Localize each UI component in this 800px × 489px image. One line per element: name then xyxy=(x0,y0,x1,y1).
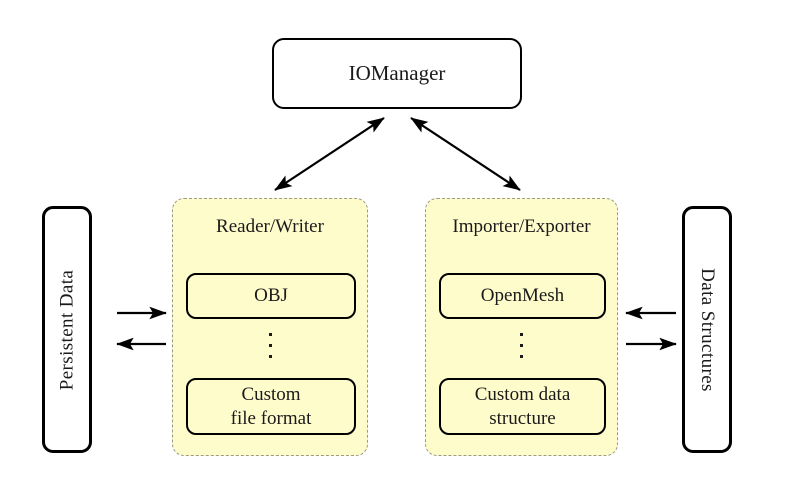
ellipsis-dot xyxy=(268,344,272,347)
node-iomanager[interactable]: IOManager xyxy=(272,38,522,109)
iomanager-label: IOManager xyxy=(348,61,446,86)
item-line-1: Custom data xyxy=(474,384,571,406)
persistent-data-label: Persistent Data xyxy=(56,269,78,390)
arrow-readerwriter-iomanager xyxy=(274,117,385,191)
item-obj[interactable]: OBJ xyxy=(186,273,356,319)
group-reader-writer[interactable]: Reader/Writer OBJ Custom file format xyxy=(172,198,368,456)
group-importer-exporter-title: Importer/Exporter xyxy=(452,216,591,237)
ellipsis-importer-exporter xyxy=(426,333,617,358)
item-custom-file-format-label: Custom file format xyxy=(231,383,312,429)
item-custom-data-structure-label: Custom data structure xyxy=(475,383,571,429)
ellipsis-dot xyxy=(520,355,523,358)
item-custom-file-format[interactable]: Custom file format xyxy=(186,378,356,435)
data-structures-label: Data Structures xyxy=(697,267,718,392)
group-reader-writer-title: Reader/Writer xyxy=(216,216,324,237)
group-importer-exporter[interactable]: Importer/Exporter OpenMesh Custom data s… xyxy=(425,198,618,456)
item-openmesh[interactable]: OpenMesh xyxy=(439,273,606,319)
item-openmesh-label: OpenMesh xyxy=(480,285,565,307)
arrow-importexport-iomanager xyxy=(410,117,521,191)
item-line-1: Custom xyxy=(241,384,301,406)
item-obj-label: OBJ xyxy=(254,285,288,307)
ellipsis-dot xyxy=(268,355,272,358)
ellipsis-dot xyxy=(268,333,272,336)
ellipsis-reader-writer xyxy=(173,333,367,358)
item-line-2: structure xyxy=(489,407,556,429)
item-custom-data-structure[interactable]: Custom data structure xyxy=(439,378,606,435)
node-persistent-data[interactable]: Persistent Data xyxy=(42,206,92,453)
ellipsis-dot xyxy=(520,344,523,347)
item-line-2: file format xyxy=(230,407,312,429)
ellipsis-dot xyxy=(520,333,523,336)
node-data-structures[interactable]: Data Structures xyxy=(682,206,732,453)
